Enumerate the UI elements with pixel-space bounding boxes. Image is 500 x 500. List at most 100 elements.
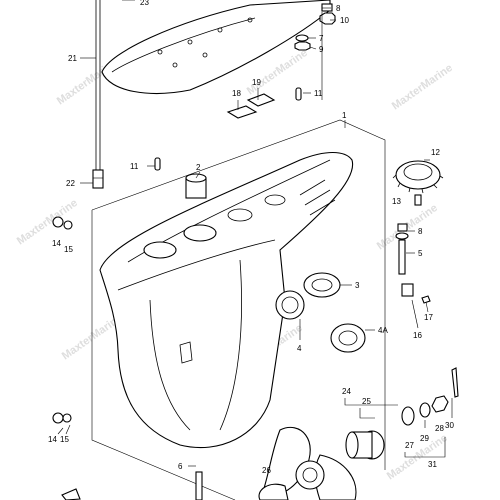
frame-top <box>91 119 386 470</box>
washer-29 <box>419 402 431 418</box>
plate-edge <box>111 17 256 73</box>
callout-15: 15 <box>64 245 73 254</box>
callout-26: 26 <box>262 466 271 475</box>
washer-27 <box>401 406 415 426</box>
washer-8 <box>395 232 409 240</box>
leader <box>65 424 71 435</box>
housing-rim <box>117 239 276 291</box>
seal-4 <box>275 290 305 320</box>
leader <box>57 427 64 435</box>
plate-hole <box>157 49 163 55</box>
callout-31: 31 <box>428 460 437 469</box>
housing-assembly-frame <box>91 119 386 500</box>
callout-22: 22 <box>66 179 75 188</box>
gear-body <box>395 160 441 190</box>
nut-8 <box>321 3 333 12</box>
pins <box>154 87 302 171</box>
callout-18: 18 <box>232 89 241 98</box>
cotter-pin-30 <box>451 367 459 398</box>
trim-tab <box>61 488 81 500</box>
callout-16: 16 <box>413 331 422 340</box>
screw-14-top <box>52 216 64 228</box>
seal-4-inner <box>281 296 299 314</box>
side-hardware <box>52 216 73 424</box>
washer-7 <box>295 34 309 42</box>
housing-body <box>99 151 354 449</box>
callout-30: 30 <box>445 421 454 430</box>
deck-bore <box>143 241 177 259</box>
deck-bore <box>227 208 253 222</box>
callout-11: 11 <box>314 89 323 98</box>
callout-15: 15 <box>60 435 69 444</box>
pin-11-left <box>154 157 161 171</box>
washer-15-top <box>63 220 73 230</box>
plate-body <box>101 0 331 94</box>
plate-hole <box>172 62 178 68</box>
callout-29: 29 <box>420 434 429 443</box>
nut-28 <box>431 395 449 413</box>
deck-bore <box>264 194 286 206</box>
stud-5 <box>398 239 406 275</box>
callout-1: 1 <box>342 111 347 120</box>
callout-4: 4 <box>297 344 302 353</box>
bracket-25 <box>359 408 375 419</box>
callout-17: 17 <box>424 313 433 322</box>
plate-19 <box>246 93 276 107</box>
callout-labels: 12344A5678891011111213141415151617181921… <box>48 0 454 475</box>
callout-3: 3 <box>355 281 360 290</box>
deck-ribs <box>299 179 336 216</box>
bearing-3-inner <box>311 278 333 292</box>
leader <box>425 301 429 313</box>
frame-left <box>91 210 236 500</box>
callout-10: 10 <box>340 16 349 25</box>
pin-11-top <box>295 87 302 101</box>
torpedo-line <box>219 259 242 431</box>
callout-25: 25 <box>362 397 371 406</box>
callout-11: 11 <box>130 162 139 171</box>
bearing-4a <box>330 323 366 353</box>
top-hardware <box>294 3 336 100</box>
bearings <box>275 272 366 353</box>
bracket-31 <box>404 437 446 458</box>
deck-bore <box>183 224 217 242</box>
water-intake <box>179 341 193 364</box>
bearing-3 <box>303 272 341 298</box>
nut-9 <box>294 41 311 51</box>
anticavitation-plate <box>101 0 331 94</box>
nut-13 <box>397 223 408 232</box>
prop-hub <box>295 460 325 490</box>
plate-hole <box>247 17 253 23</box>
rod-fitting <box>92 169 104 189</box>
callout-12: 12 <box>431 148 440 157</box>
prop-blade-lower <box>258 483 289 500</box>
bolt-6 <box>195 471 203 500</box>
anode-16 <box>401 283 414 297</box>
gear-housing <box>99 151 354 449</box>
washer-15-bottom <box>62 413 72 423</box>
callout-19: 19 <box>252 78 261 87</box>
callout-5: 5 <box>418 249 423 258</box>
callout-14: 14 <box>52 239 61 248</box>
bearing-4a-inner <box>338 330 358 346</box>
callout-7: 7 <box>319 34 324 43</box>
leader <box>309 46 317 50</box>
callout-2: 2 <box>196 163 201 172</box>
anode-plates <box>226 88 276 119</box>
bracket-24 <box>344 398 398 406</box>
gear-12 <box>392 160 444 206</box>
leader-lines <box>57 0 453 467</box>
screw-14-bottom <box>52 412 64 424</box>
plate-hole <box>202 52 208 58</box>
callout-14: 14 <box>48 435 57 444</box>
plate-hole <box>187 39 193 45</box>
plate-18 <box>226 105 258 119</box>
callout-21: 21 <box>68 54 77 63</box>
gear-teeth <box>392 174 444 194</box>
callout-6: 6 <box>178 462 183 471</box>
leader <box>411 299 419 329</box>
callout-24: 24 <box>342 387 351 396</box>
leader <box>195 171 201 179</box>
callout-4a: 4A <box>378 326 388 335</box>
